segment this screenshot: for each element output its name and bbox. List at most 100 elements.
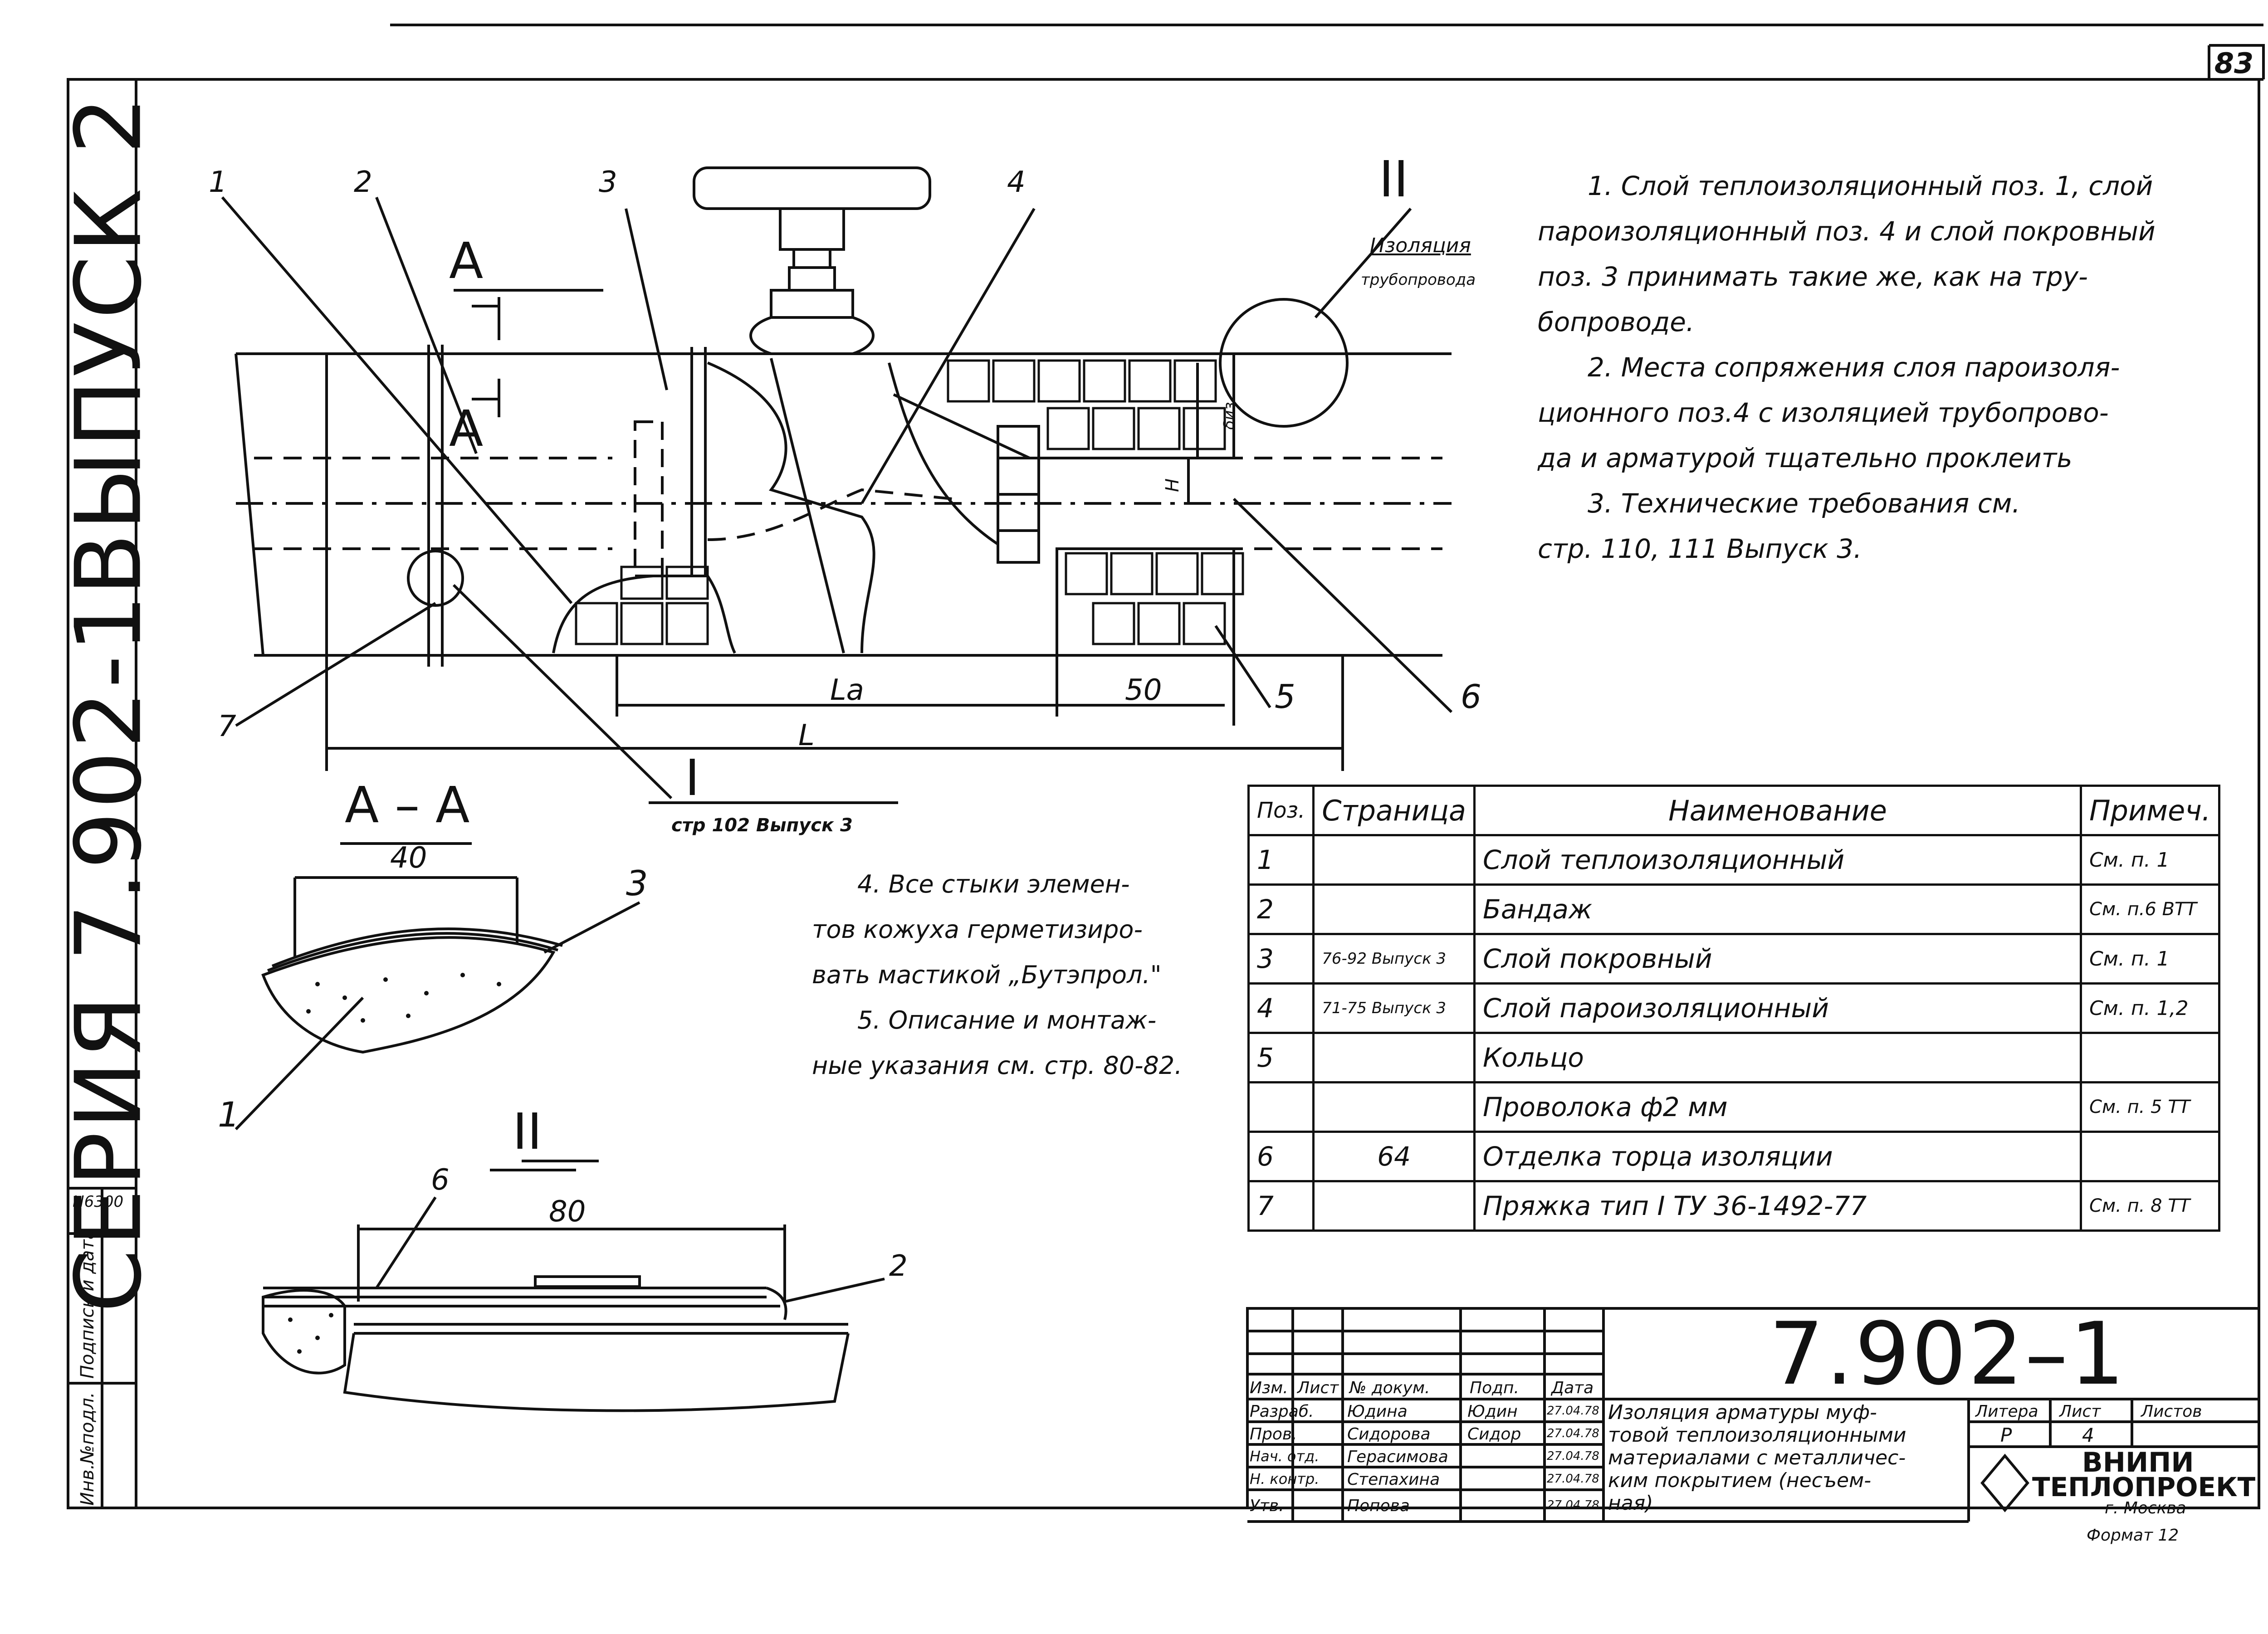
stamp-title-line: ная) bbox=[1608, 1492, 1653, 1515]
note-line: 1. Слой теплоизоляционный поз. 1, слой bbox=[1588, 171, 2153, 201]
stamp-date: 27.04.78 bbox=[1547, 1449, 1599, 1463]
org-name-2: ТЕПЛОПРОЕКТ bbox=[2032, 1472, 2256, 1502]
stamp-col-list: Лист bbox=[1297, 1379, 1339, 1397]
stamp-col-doc: № докум. bbox=[1349, 1379, 1430, 1397]
stamp-litera-label: Литера bbox=[1975, 1402, 2038, 1421]
stamp-date: 27.04.78 bbox=[1547, 1427, 1599, 1440]
cell-pos: 5 bbox=[1247, 1032, 1315, 1083]
cell-page bbox=[1312, 1032, 1476, 1083]
stamp-title-line: товой теплоизоляционными bbox=[1608, 1424, 1906, 1447]
table-row: 7 Пряжка тип I ТУ 36-1492-77 См. п. 8 ТТ bbox=[1247, 1180, 2220, 1232]
th-page: Страница bbox=[1312, 785, 1476, 836]
notes-upper: 1. Слой теплоизоляционный поз. 1, слой п… bbox=[1538, 163, 2156, 571]
side-inv-label: Инв.№подл. bbox=[77, 1392, 98, 1506]
note-line: стр. 110, 111 Выпуск 3. bbox=[1538, 533, 1862, 564]
note-line: ные указания см. стр. 80-82. bbox=[812, 1051, 1183, 1080]
dim-50: 50 bbox=[1125, 673, 1162, 707]
cell-name: Слой покровный bbox=[1473, 933, 2082, 985]
stamp-role: Пров. bbox=[1250, 1425, 1297, 1444]
stamp-col-date: Дата bbox=[1551, 1379, 1594, 1397]
cell-note: См. п. 1,2 bbox=[2080, 982, 2220, 1034]
stamp-person: Попова bbox=[1347, 1497, 1410, 1515]
stamp-role: Нач. отд. bbox=[1250, 1448, 1320, 1465]
cell-name: Отделка торца изоляции bbox=[1473, 1131, 2082, 1182]
label-pos-3: 3 bbox=[599, 166, 617, 199]
stamp-sheets-label: Листов bbox=[2141, 1402, 2202, 1421]
sheet-format: Формат 12 bbox=[2087, 1526, 2179, 1545]
cell-pos: 3 bbox=[1247, 933, 1315, 985]
label-detail-II: II bbox=[1379, 150, 1408, 208]
cell-note: См. п. 5 ТТ bbox=[2080, 1081, 2220, 1133]
stamp-signature: Юдин bbox=[1467, 1402, 1518, 1421]
label-pos-6: 6 bbox=[1461, 678, 1481, 716]
cell-pos: 1 bbox=[1247, 834, 1315, 886]
stamp-person: Герасимова bbox=[1347, 1448, 1448, 1466]
stamp-person: Сидорова bbox=[1347, 1425, 1431, 1444]
cell-page: 64 bbox=[1312, 1131, 1476, 1182]
label-pipe-insulation-1: Изоляция bbox=[1370, 234, 1471, 257]
side-sign-label: Подпись и дата bbox=[77, 1228, 98, 1379]
cell-page: 71-75 Выпуск 3 bbox=[1312, 982, 1476, 1034]
table-row: Проволока ф2 мм См. п. 5 ТТ bbox=[1247, 1081, 2220, 1133]
cell-note: См. п. 1 bbox=[2080, 933, 2220, 985]
stamp-role: Утв. bbox=[1250, 1497, 1284, 1515]
cell-page bbox=[1312, 883, 1476, 935]
table-header-row: Поз. Страница Наименование Примеч. bbox=[1247, 785, 2220, 836]
cell-name: Проволока ф2 мм bbox=[1473, 1081, 2082, 1133]
document-number: 7.902–1 bbox=[1769, 1304, 2126, 1404]
cell-name: Слой пароизоляционный bbox=[1473, 982, 2082, 1034]
cell-note bbox=[2080, 1131, 2220, 1182]
note-line: 5. Описание и монтаж- bbox=[857, 1006, 1157, 1034]
cell-pos bbox=[1247, 1081, 1315, 1133]
label-pos-1: 1 bbox=[209, 166, 227, 199]
label-section-A-bottom: А bbox=[449, 400, 484, 458]
stamp-signature: Сидор bbox=[1467, 1425, 1521, 1444]
cell-page bbox=[1312, 1081, 1476, 1133]
note-line: бопроводе. bbox=[1538, 307, 1695, 337]
label-det-6: 6 bbox=[431, 1163, 450, 1197]
note-line: вать мастикой „Бутэпрол." bbox=[812, 961, 1162, 989]
dim-40: 40 bbox=[390, 841, 427, 875]
cell-name: Кольцо bbox=[1473, 1032, 2082, 1083]
label-ref-I: I bbox=[685, 749, 700, 807]
note-line: тов кожуха герметизиро- bbox=[812, 915, 1143, 944]
label-aa-1: 1 bbox=[218, 1094, 240, 1135]
cell-page: 76-92 Выпуск 3 bbox=[1312, 933, 1476, 985]
label-pos-4: 4 bbox=[1007, 166, 1026, 199]
stamp-sheet-value: 4 bbox=[2082, 1424, 2094, 1446]
table-row: 4 71-75 Выпуск 3 Слой пароизоляционный С… bbox=[1247, 982, 2220, 1034]
table-row: 3 76-92 Выпуск 3 Слой покровный См. п. 1 bbox=[1247, 933, 2220, 985]
label-pos-2: 2 bbox=[354, 166, 372, 199]
stamp-date: 27.04.78 bbox=[1547, 1404, 1599, 1418]
stamp-role: Разраб. bbox=[1250, 1402, 1314, 1421]
issue-vertical-block: ВЫПУСК 2 bbox=[54, 94, 163, 595]
th-name: Наименование bbox=[1473, 785, 2082, 836]
note-line: ционного поз.4 с изоляцией трубопрово- bbox=[1538, 397, 2109, 428]
cell-name: Бандаж bbox=[1473, 883, 2082, 935]
cell-pos: 7 bbox=[1247, 1180, 1315, 1232]
cell-pos: 6 bbox=[1247, 1131, 1315, 1182]
label-pos-5: 5 bbox=[1275, 678, 1295, 716]
stamp-title-line: Изоляция арматуры муф- bbox=[1608, 1401, 1877, 1424]
cell-page bbox=[1312, 1180, 1476, 1232]
stamp-title-line: материалами с металличес- bbox=[1608, 1446, 1906, 1469]
notes-lower: 4. Все стыки элемен- тов кожуха герметиз… bbox=[812, 862, 1182, 1088]
table-row: 6 64 Отделка торца изоляции bbox=[1247, 1131, 2220, 1182]
dim-80: 80 bbox=[549, 1195, 586, 1229]
note-line: 3. Технические требования см. bbox=[1588, 488, 2020, 519]
dim-h: H bbox=[1162, 478, 1183, 493]
note-line: да и арматурой тщательно проклеить bbox=[1538, 443, 2072, 473]
cell-page bbox=[1312, 834, 1476, 886]
ref-page-I: стр 102 Выпуск 3 bbox=[671, 815, 853, 836]
label-det-2: 2 bbox=[889, 1249, 908, 1283]
stamp-sheet-label: Лист bbox=[2059, 1402, 2101, 1421]
series-vertical-block: СЕРИЯ 7.902-1 bbox=[54, 592, 163, 1313]
stamp-title-line: ким покрытием (несъем- bbox=[1608, 1469, 1872, 1492]
table-row: 2 Бандаж См. п.6 ВТТ bbox=[1247, 883, 2220, 935]
cell-note bbox=[2080, 1032, 2220, 1083]
stamp-date: 27.04.78 bbox=[1547, 1498, 1599, 1512]
label-pos-7: 7 bbox=[218, 710, 236, 743]
stamp-role: Н. контр. bbox=[1250, 1470, 1320, 1488]
specification-table: Поз. Страница Наименование Примеч. 1 Сло… bbox=[1247, 785, 2220, 1232]
